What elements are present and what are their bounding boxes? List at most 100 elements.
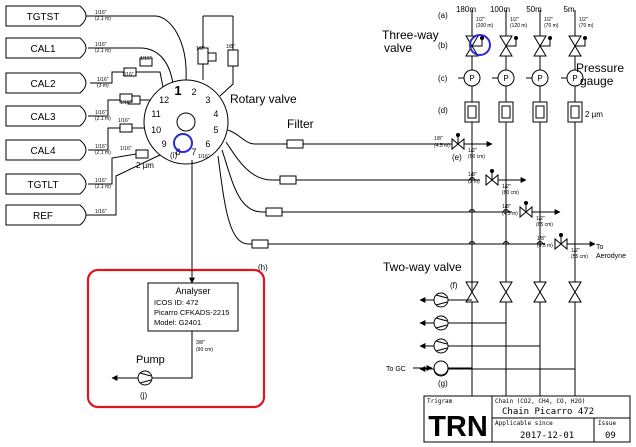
port-9: 9 bbox=[162, 139, 167, 149]
marker-j: (j) bbox=[140, 391, 147, 400]
title-block: Trigram TRN Chain (CO2, CH4, CO, H2O) Ch… bbox=[423, 395, 631, 443]
line-tubing-len: (2 m) bbox=[468, 179, 480, 185]
line-tubing-size: 1/2" bbox=[468, 148, 477, 154]
to-aerodyne-2: Aerodyne bbox=[596, 253, 626, 260]
filter-size: 2 µm bbox=[136, 161, 154, 170]
analyser-outlet-len: (90 cm) bbox=[196, 347, 213, 353]
line-tubing-len: (60 cm) bbox=[468, 154, 485, 160]
line-tubing-size: 1/2" bbox=[502, 184, 511, 190]
marker-g: (g) bbox=[438, 379, 448, 388]
port-7: 7 bbox=[191, 147, 196, 157]
port-12: 12 bbox=[159, 95, 169, 105]
cylinder-tubing-size: 1/16" bbox=[97, 77, 109, 83]
line-tubing-size: 1/2" bbox=[536, 216, 545, 222]
cylinder-tubing-size: 1/16" bbox=[95, 209, 107, 215]
inlet-tubing-size: 1/2" bbox=[544, 17, 553, 23]
port-8: 8 bbox=[175, 147, 180, 157]
cylinder-label: CAL2 bbox=[30, 79, 55, 90]
marker-c: (c) bbox=[438, 74, 448, 83]
cylinder-label: CAL4 bbox=[30, 146, 55, 157]
line-tubing-size: 1/8" bbox=[468, 172, 477, 178]
filter-line-1 bbox=[286, 139, 304, 149]
cylinder-cal2: CAL2 1/16"(3 m) bbox=[5, 72, 109, 94]
filter-label: Filter bbox=[287, 117, 314, 131]
port-5: 5 bbox=[213, 125, 218, 135]
inlet-height: 180m bbox=[456, 5, 476, 14]
title-trigram: TRN bbox=[428, 411, 488, 443]
inlet-height: 50m bbox=[526, 5, 542, 14]
title-issue: 09 bbox=[605, 431, 616, 441]
inlet-tubing-len: (200 m) bbox=[476, 23, 494, 29]
cylinder-tubing-len: (2.1 m) bbox=[95, 184, 111, 190]
right-filter-size: 2 µm bbox=[585, 110, 603, 119]
analyser-line-3: Model: G2401 bbox=[154, 318, 201, 327]
cylinder-ref: REF 1/16" bbox=[5, 204, 107, 226]
pressure-gauge-label-1: Pressure bbox=[576, 61, 624, 75]
fitting-size: 1/16" bbox=[122, 72, 134, 78]
port-2: 2 bbox=[191, 87, 196, 97]
fitting-size: 1/16" bbox=[140, 56, 152, 62]
marker-h: (h) bbox=[258, 263, 268, 272]
cylinder-tubing-size: 1/16" bbox=[95, 10, 107, 16]
cylinder-tubing-len: (2.1 m) bbox=[95, 16, 111, 22]
inlet-tubing-size: 1/2" bbox=[579, 17, 588, 23]
line-tubing-size: 1/8" bbox=[502, 204, 511, 210]
cylinder-tubing-len: (2.1 m) bbox=[95, 48, 111, 54]
three-way-label-2: valve bbox=[384, 41, 412, 55]
pressure-gauge-icon: P bbox=[503, 74, 508, 83]
line-tubing-len: (80 cm) bbox=[502, 190, 519, 196]
marker-i: (i) bbox=[170, 151, 177, 160]
fitting-size: 1/8" bbox=[226, 44, 235, 50]
rotary-outlet-tubing: 1/16" bbox=[198, 154, 210, 160]
line-tubing-len: (55 cm) bbox=[571, 254, 588, 260]
line-tubing-len: (4.5 m) bbox=[434, 143, 450, 149]
cylinder-label: TGTLT bbox=[28, 180, 59, 191]
line-tubing-len: (4.5 m) bbox=[502, 211, 518, 217]
marker-b: (b) bbox=[438, 41, 448, 50]
to-gc-label: To GC bbox=[386, 366, 406, 373]
filter-line-3 bbox=[265, 207, 283, 217]
title-chain-name: Chain Picarro 472 bbox=[502, 407, 594, 417]
title-chain-caption: Chain (CO2, CH4, CO, H2O) bbox=[495, 398, 585, 405]
inlet-tubing-len: (70 m) bbox=[544, 23, 559, 29]
port-11: 11 bbox=[151, 109, 160, 119]
inlet-tubing-size: 1/2" bbox=[476, 17, 485, 23]
marker-f: (f) bbox=[450, 281, 458, 290]
inlet-height: 100m bbox=[490, 5, 510, 14]
line-tubing-size: 1/2" bbox=[571, 248, 580, 254]
cylinder-tubing-size: 1/16" bbox=[95, 110, 107, 116]
line-tubing-len: (65 cm) bbox=[536, 222, 553, 228]
marker-d: (d) bbox=[438, 106, 448, 115]
analyser: Analyser ICOS ID: 472 Picarro CFKADS-221… bbox=[147, 270, 239, 379]
port-1: 1 bbox=[174, 83, 181, 98]
cylinder-tubing-len: (3 m) bbox=[97, 83, 109, 89]
cylinder-tubing-len: (2.1 m) bbox=[95, 116, 111, 122]
pressure-gauge-icon: P bbox=[572, 74, 577, 83]
to-aerodyne-1: To bbox=[596, 244, 604, 251]
title-applicable-date: 2017-12-01 bbox=[520, 431, 574, 441]
pressure-gauge-label-2: gauge bbox=[580, 74, 614, 88]
fitting-size: 1/8" bbox=[196, 46, 205, 52]
fitting-size: 1/16" bbox=[118, 118, 130, 124]
cylinder-tubing-size: 1/16" bbox=[95, 42, 107, 48]
pump: Pump (j) bbox=[111, 354, 165, 400]
sample-lines bbox=[191, 129, 545, 278]
line-tubing-size: 1/8" bbox=[537, 236, 546, 242]
port-10: 10 bbox=[151, 125, 161, 135]
marker-e: (e) bbox=[452, 153, 462, 162]
cylinder-tgtlt: TGTLT 1/16"(2.1 m) bbox=[5, 173, 111, 195]
cylinder-tubing-size: 1/16" bbox=[95, 144, 107, 150]
pump-label: Pump bbox=[136, 354, 165, 366]
three-way-label-1: Three-way bbox=[382, 28, 439, 42]
cylinder-label: REF bbox=[33, 211, 53, 222]
cylinder-tubing-size: 1/16" bbox=[95, 178, 107, 184]
filter-line-4 bbox=[251, 239, 269, 249]
title-applicable-caption: Applicable since bbox=[495, 420, 553, 427]
